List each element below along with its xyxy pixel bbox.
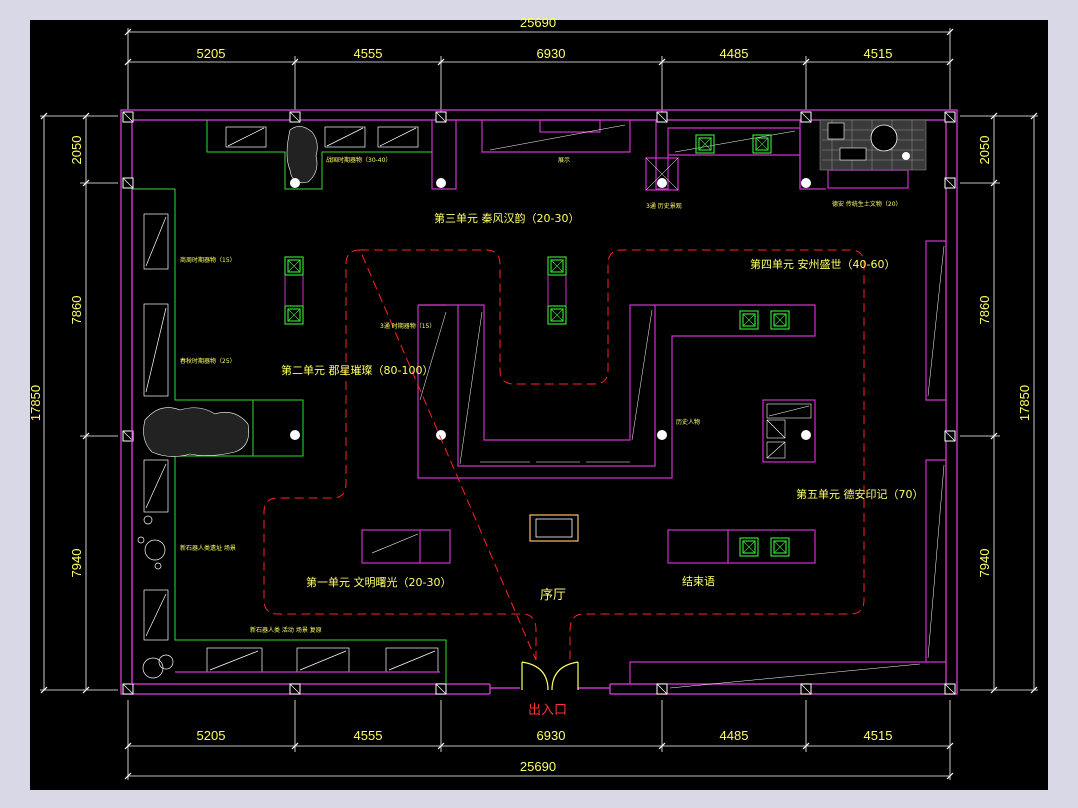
entrance-gap xyxy=(490,682,610,696)
exhibit-label-9: 新石器人类遗址 场景 xyxy=(180,544,236,552)
left-green-wall xyxy=(132,188,447,684)
dim-left-seg-2: 7860 xyxy=(69,296,84,325)
entrance-doors xyxy=(521,661,579,691)
entrance-walls xyxy=(489,684,611,694)
dim-bottom-seg-5: 4515 xyxy=(864,728,893,743)
exhibit-label-4: 德安 传统生土文物（20） xyxy=(832,200,902,208)
zone-label-ending: 结束语 xyxy=(682,575,715,588)
dim-left-seg-3: 7940 xyxy=(69,549,84,578)
rockery-top xyxy=(286,126,318,184)
dim-bottom-seg-2: 4555 xyxy=(354,728,383,743)
zone-label-unit2: 第二单元 郡星璀璨（80-100） xyxy=(281,363,433,377)
zone-label-lobby: 序厅 xyxy=(540,588,566,603)
exhibit-label-6: 春秋时期器物（25） xyxy=(180,357,236,365)
entrance-label: 出入口 xyxy=(528,703,567,718)
lobby-feature xyxy=(529,514,579,542)
exhibit-label-1: 战国时期器物（30-40） xyxy=(326,156,391,164)
exhibit-label-10: 新石器人类 活动 场景 复原 xyxy=(250,626,322,634)
dimension-ticks xyxy=(40,28,1038,780)
dim-top-seg-5: 4515 xyxy=(864,46,893,61)
dim-top-seg-4: 4485 xyxy=(720,46,749,61)
zone-label-unit4: 第四单元 安州盛世（40-60） xyxy=(750,257,895,271)
exhibit-label-3: 3通 历史景观 xyxy=(646,202,682,210)
dim-bottom-total: 25690 xyxy=(520,759,556,774)
central-u-wall xyxy=(417,304,816,479)
zone-label-unit3: 第三单元 秦风汉韵（20-30） xyxy=(434,211,579,225)
spot-lights xyxy=(290,178,811,440)
dim-bottom-seg-4: 4485 xyxy=(720,728,749,743)
zone-boundary xyxy=(263,249,865,661)
top-exhibit-walls xyxy=(431,119,909,191)
dim-top-seg-1: 5205 xyxy=(197,46,226,61)
exhibit-label-5: 商周时期器物（15） xyxy=(180,256,236,264)
exhibit-label-8: 历史人物 xyxy=(676,418,700,426)
dimension-lines xyxy=(40,28,1038,780)
top-green-cases xyxy=(206,120,432,190)
dim-right-seg-1: 2050 xyxy=(977,136,992,165)
dim-left-total: 17850 xyxy=(28,385,43,421)
dim-top-seg-3: 6930 xyxy=(537,46,566,61)
dim-right-seg-3: 7940 xyxy=(977,549,992,578)
dim-bottom-seg-1: 5205 xyxy=(197,728,226,743)
exhibit-label-2: 展示 xyxy=(558,157,570,164)
dim-top-total: 25690 xyxy=(520,15,556,30)
dim-right-seg-2: 7860 xyxy=(977,296,992,325)
rockery-left xyxy=(143,407,249,457)
dim-bottom-seg-3: 6930 xyxy=(537,728,566,743)
dim-top-seg-2: 4555 xyxy=(354,46,383,61)
zone-label-unit5: 第五单元 德安印记（70） xyxy=(796,487,924,501)
dim-right-total: 17850 xyxy=(1017,385,1032,421)
exhibit-label-7: 3通 时期器物（15） xyxy=(380,322,435,330)
zone-label-unit1: 第一单元 文明曙光（20-30） xyxy=(306,575,451,589)
dim-left-seg-1: 2050 xyxy=(69,136,84,165)
